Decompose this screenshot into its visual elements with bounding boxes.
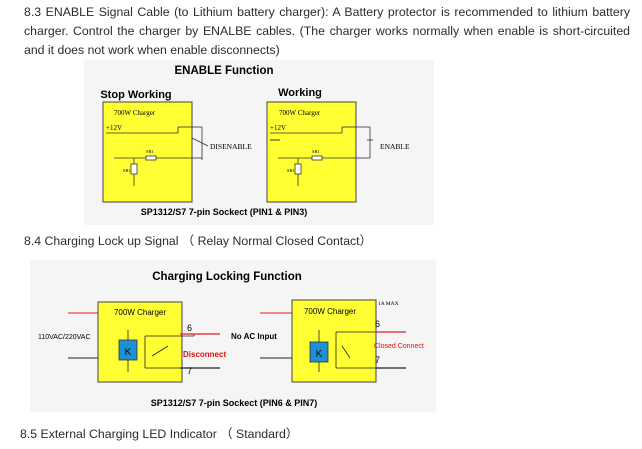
right-resistor-r1: SR1	[312, 149, 320, 154]
enable-function-diagram: ENABLE Function Stop Working Working 700…	[84, 60, 434, 225]
charging-locking-title: Charging Locking Function	[152, 271, 302, 283]
stop-working-label: Stop Working	[100, 89, 171, 101]
enable-function-figure: ENABLE Function Stop Working Working 700…	[84, 60, 434, 225]
left-resistor-r2: SR1	[123, 168, 131, 173]
section-8-3-paragraph: 8.3 ENABLE Signal Cable (to Lithium batt…	[24, 5, 630, 57]
right-pin-7: 7	[375, 355, 380, 365]
left-charger-label-2: 700W Charger	[114, 308, 166, 317]
figure2-caption: SP1312/S7 7-pin Sockect (PIN6 & PIN7)	[151, 398, 318, 408]
right-charger-label-2: 700W Charger	[304, 307, 356, 316]
left-pin-6: 6	[187, 323, 192, 333]
left-resistor-r1: SR1	[146, 149, 154, 154]
left-pin-7: 7	[187, 366, 192, 376]
current-label: 1A MAX	[378, 301, 399, 307]
left-charger-box	[102, 101, 193, 203]
enable-label: ENABLE	[380, 142, 410, 151]
left-voltage-label: +12V	[106, 124, 122, 132]
working-label: Working	[278, 87, 322, 99]
right-resistor-r2: SR1	[287, 168, 295, 173]
section-8-4-heading: 8.4 Charging Lock up Signal （ Relay Norm…	[24, 234, 372, 248]
charging-locking-diagram: Charging Locking Function 110VAC/220VAC …	[30, 260, 436, 412]
section-8-5-heading: 8.5 External Charging LED Indicator （ St…	[20, 427, 299, 441]
closed-connect-label: Closed Connect	[374, 343, 424, 350]
left-charger-label: 700W Charger	[114, 109, 156, 117]
left-charger-box-2	[97, 301, 183, 383]
right-pin-6: 6	[375, 319, 380, 329]
figure1-caption: SP1312/S7 7-pin Sockect (PIN1 & PIN3)	[141, 207, 308, 217]
right-relay-label: K	[316, 349, 323, 360]
right-voltage-label: +12V	[270, 124, 286, 132]
left-relay-label: K	[125, 347, 132, 358]
disconnect-label: Disconnect	[183, 350, 226, 359]
no-ac-input-label: No AC Input	[231, 332, 277, 341]
enable-function-title: ENABLE Function	[174, 65, 273, 77]
charging-locking-figure: Charging Locking Function 110VAC/220VAC …	[30, 260, 436, 412]
input-voltage-label: 110VAC/220VAC	[38, 334, 91, 341]
right-charger-box	[266, 101, 357, 203]
disenable-label: DISENABLE	[210, 142, 252, 151]
right-charger-label: 700W Charger	[279, 109, 321, 117]
